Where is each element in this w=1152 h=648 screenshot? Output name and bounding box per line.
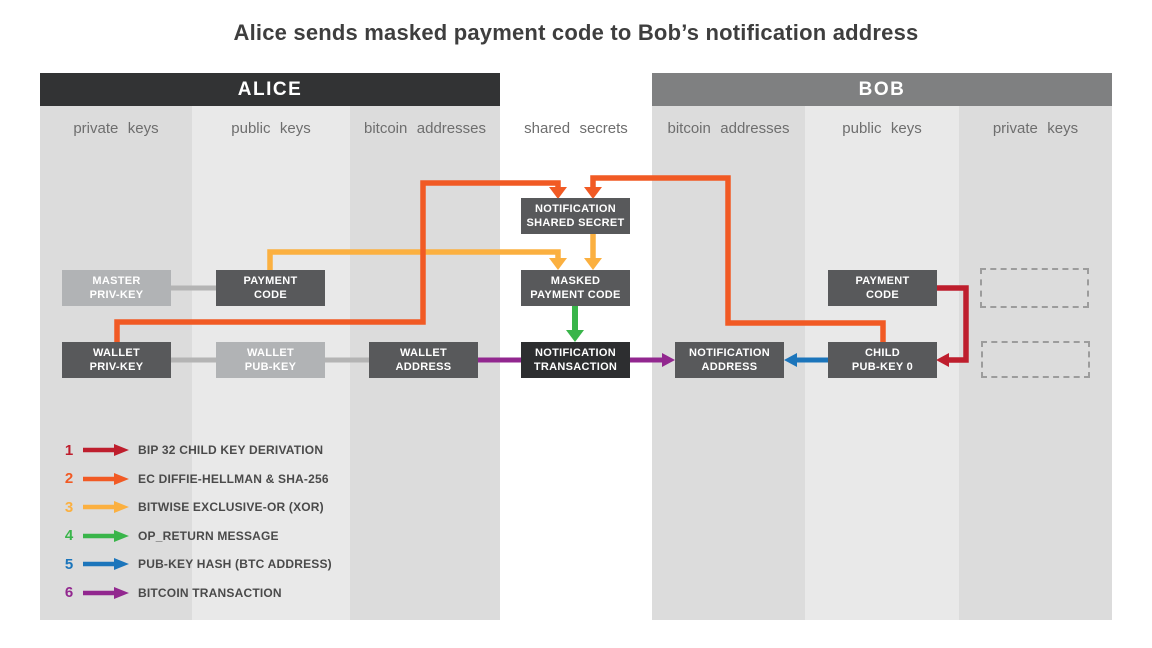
legend-label: BITCOIN TRANSACTION — [138, 585, 282, 600]
legend-number: 1 — [64, 441, 74, 459]
legend-label: OP_RETURN MESSAGE — [138, 528, 279, 543]
node-label: WALLET PUB-KEY — [244, 346, 297, 373]
legend-label: BITWISE EXCLUSIVE-OR (XOR) — [138, 500, 324, 514]
alice-header-label: ALICE — [237, 78, 303, 100]
legend-item: 2 EC DIFFIE-HELLMAN & SHA-256 — [62, 467, 332, 491]
column-label-bob-bitcoin-addresses: bitcoin addresses — [667, 119, 790, 137]
node-notification-shared-secret: NOTIFICATION SHARED SECRET — [521, 198, 630, 234]
node-wallet-pub-key: WALLET PUB-KEY — [216, 342, 325, 378]
node-wallet-priv-key: WALLET PRIV-KEY — [62, 342, 171, 378]
node-label: WALLET ADDRESS — [395, 346, 452, 373]
bob-column-private-keys-bg — [959, 106, 1112, 620]
node-label: CHILD PUB-KEY 0 — [851, 346, 914, 373]
legend-number: 5 — [64, 555, 74, 573]
arrow-op-return — [566, 306, 584, 342]
arrow-ecdh-from-alice — [114, 180, 567, 342]
column-label-bob-private-keys: private keys — [992, 119, 1079, 137]
legend-item: 3 BITWISE EXCLUSIVE-OR (XOR) — [62, 495, 332, 519]
legend-arrow-icon — [83, 586, 129, 599]
node-notification-address: NOTIFICATION ADDRESS — [675, 342, 784, 378]
node-label: WALLET PRIV-KEY — [89, 346, 144, 373]
legend-item: 5 PUB-KEY HASH (BTC ADDRESS) — [62, 552, 332, 576]
node-payment-code-alice: PAYMENT CODE — [216, 270, 325, 306]
node-label: PAYMENT CODE — [243, 274, 298, 301]
placeholder-box-top — [980, 268, 1089, 308]
legend-number: 3 — [64, 498, 74, 516]
placeholder-box-bottom — [981, 341, 1090, 378]
legend-arrow-icon — [83, 472, 129, 485]
column-label-alice-bitcoin-addresses: bitcoin addresses — [364, 119, 486, 137]
legend-item: 4 OP_RETURN MESSAGE — [62, 524, 332, 548]
column-label-shared-secrets: shared secrets — [524, 119, 628, 137]
legend-arrow-icon — [83, 529, 129, 542]
legend-label: BIP 32 CHILD KEY DERIVATION — [138, 443, 324, 457]
arrow-ecdh-from-bob — [584, 175, 886, 342]
alice-header-bar: ALICE — [40, 73, 500, 106]
legend-number: 2 — [64, 470, 74, 487]
node-label: NOTIFICATION TRANSACTION — [533, 346, 618, 373]
node-wallet-address: WALLET ADDRESS — [369, 342, 478, 378]
legend-label: EC DIFFIE-HELLMAN & SHA-256 — [138, 471, 329, 486]
legend-arrow-icon — [83, 558, 129, 570]
legend: 1 BIP 32 CHILD KEY DERIVATION 2 EC DIFFI… — [62, 438, 332, 609]
column-label-alice-public-keys: public keys — [231, 119, 311, 137]
node-label: PAYMENT CODE — [855, 274, 910, 301]
node-child-pub-key-0: CHILD PUB-KEY 0 — [828, 342, 937, 378]
arrow-bip32-derivation — [936, 285, 969, 367]
diagram-title: Alice sends masked payment code to Bob’s… — [233, 20, 919, 45]
legend-item: 1 BIP 32 CHILD KEY DERIVATION — [62, 438, 332, 462]
legend-item: 6 BITCOIN TRANSACTION — [62, 581, 332, 605]
arrow-xor-from-shared-secret — [584, 234, 602, 270]
legend-label: PUB-KEY HASH (BTC ADDRESS) — [138, 557, 332, 571]
node-masked-payment-code: MASKED PAYMENT CODE — [521, 270, 630, 306]
bob-header-bar: BOB — [652, 73, 1112, 106]
column-label-alice-private-keys: private keys — [73, 119, 159, 137]
node-label: NOTIFICATION SHARED SECRET — [526, 202, 625, 229]
column-label-bob-public-keys: public keys — [842, 119, 922, 137]
node-label: MASKED PAYMENT CODE — [530, 274, 621, 301]
legend-number: 4 — [64, 527, 74, 544]
node-label: NOTIFICATION ADDRESS — [689, 346, 770, 373]
legend-number: 6 — [64, 584, 74, 601]
arrow-xor-from-payment-code — [267, 249, 567, 270]
legend-arrow-icon — [83, 501, 129, 513]
connector-lines — [169, 285, 371, 363]
node-payment-code-bob: PAYMENT CODE — [828, 270, 937, 306]
node-label: MASTER PRIV-KEY — [89, 274, 144, 301]
bob-header-label: BOB — [858, 78, 906, 100]
legend-arrow-icon — [83, 444, 129, 456]
node-notification-transaction: NOTIFICATION TRANSACTION — [521, 342, 630, 378]
arrow-pubkey-hash — [784, 353, 828, 367]
node-master-priv-key: MASTER PRIV-KEY — [62, 270, 171, 306]
